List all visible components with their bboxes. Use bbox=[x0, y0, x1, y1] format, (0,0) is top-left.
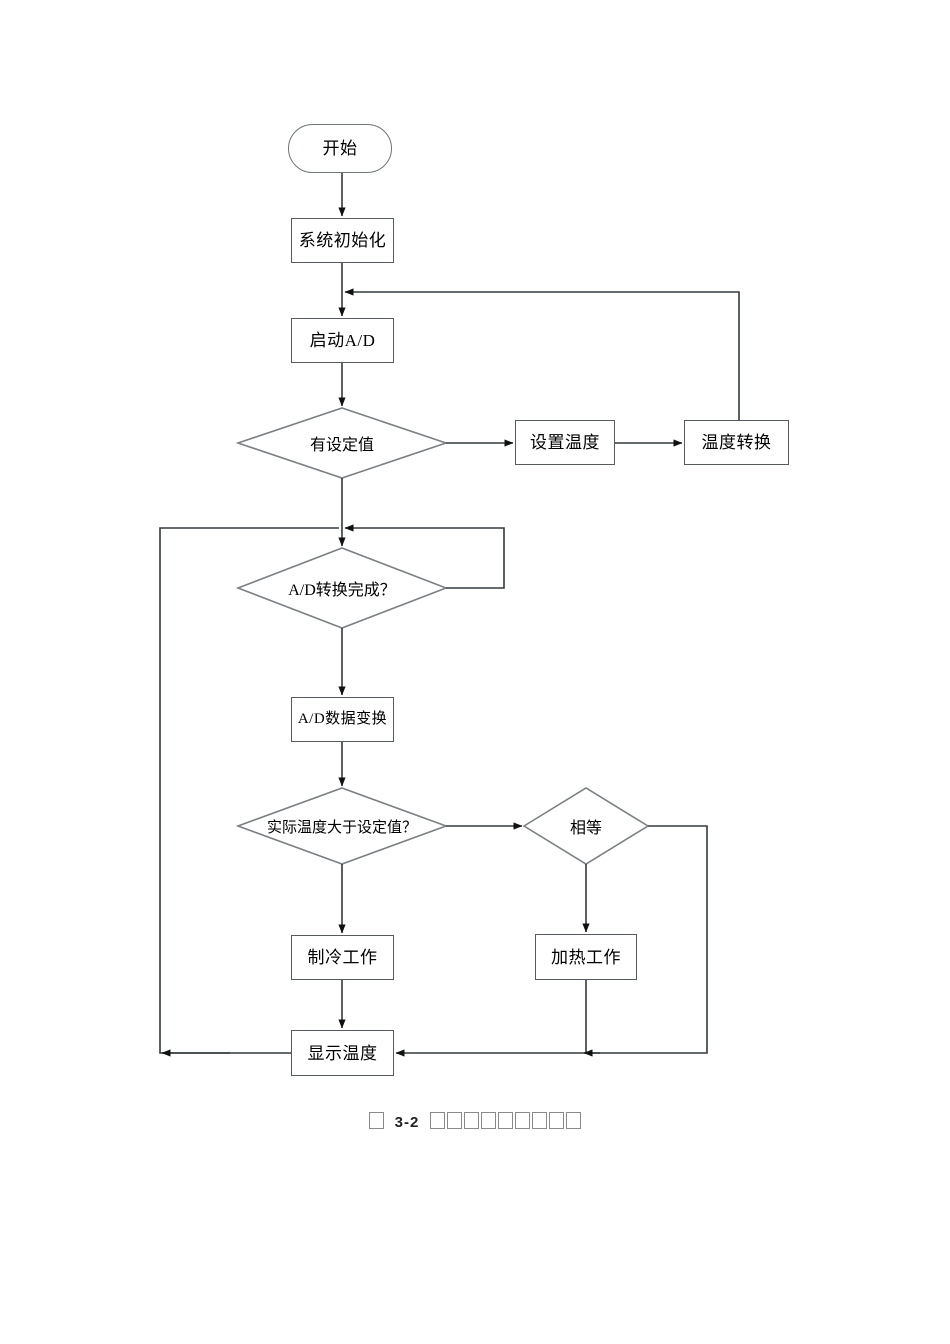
caption-missing-glyph bbox=[481, 1112, 497, 1129]
edge-addone-self-loop bbox=[344, 524, 505, 589]
node-start-ad-label: 启动A/D bbox=[309, 331, 376, 350]
caption-missing-glyph bbox=[368, 1112, 384, 1129]
node-set-temperature[interactable]: 设置温度 bbox=[515, 420, 615, 465]
figure-caption: 3-2 bbox=[0, 1112, 950, 1132]
node-heating-work[interactable]: 加热工作 bbox=[535, 934, 637, 980]
node-cooling-work-label: 制冷工作 bbox=[307, 948, 378, 967]
node-equal-label: 相等 bbox=[569, 820, 602, 837]
node-has-setpoint[interactable]: 有设定值 bbox=[238, 425, 446, 461]
decision-equal-shape bbox=[522, 787, 650, 865]
caption-trailing-boxes bbox=[429, 1112, 582, 1131]
node-equal[interactable]: 相等 bbox=[524, 808, 648, 844]
caption-missing-glyph bbox=[549, 1112, 565, 1129]
decision-temp-greater-shape bbox=[235, 787, 449, 865]
caption-missing-glyph bbox=[464, 1112, 480, 1129]
node-temperature-convert[interactable]: 温度转换 bbox=[684, 420, 789, 465]
node-system-init-label: 系统初始化 bbox=[298, 231, 387, 250]
node-ad-complete[interactable]: A/D转换完成？ bbox=[238, 570, 446, 606]
node-temp-greater-than-setpoint[interactable]: 实际温度大于设定值？ bbox=[238, 808, 446, 844]
decision-has-setpoint-shape bbox=[235, 407, 449, 479]
node-display-temperature[interactable]: 显示温度 bbox=[291, 1030, 394, 1076]
node-temp-greater-than-setpoint-label: 实际温度大于设定值？ bbox=[266, 819, 417, 836]
node-system-init[interactable]: 系统初始化 bbox=[291, 218, 394, 263]
node-start-ad[interactable]: 启动A/D bbox=[291, 318, 394, 363]
caption-missing-glyph bbox=[447, 1112, 463, 1129]
caption-missing-glyph bbox=[515, 1112, 531, 1129]
node-start-label: 开始 bbox=[322, 139, 358, 158]
caption-missing-glyph bbox=[430, 1112, 446, 1129]
node-temperature-convert-label: 温度转换 bbox=[701, 433, 772, 452]
node-ad-complete-label: A/D转换完成？ bbox=[288, 582, 396, 599]
node-display-temperature-label: 显示温度 bbox=[307, 1043, 378, 1063]
caption-missing-glyph bbox=[566, 1112, 582, 1129]
node-cooling-work[interactable]: 制冷工作 bbox=[291, 935, 394, 980]
node-ad-data-convert[interactable]: A/D数据变换 bbox=[291, 697, 394, 742]
edge-convtemp-feedback bbox=[344, 288, 740, 420]
caption-missing-glyph bbox=[498, 1112, 514, 1129]
caption-leading-boxes bbox=[368, 1112, 385, 1131]
node-has-setpoint-label: 有设定值 bbox=[309, 437, 374, 454]
decision-ad-complete-shape bbox=[235, 547, 449, 629]
node-ad-data-convert-label: A/D数据变换 bbox=[297, 711, 388, 727]
node-start[interactable]: 开始 bbox=[288, 124, 392, 173]
caption-figure-number: 3-2 bbox=[394, 1114, 420, 1131]
node-heating-work-label: 加热工作 bbox=[551, 947, 621, 967]
node-set-temperature-label: 设置温度 bbox=[530, 433, 600, 452]
caption-missing-glyph bbox=[532, 1112, 548, 1129]
